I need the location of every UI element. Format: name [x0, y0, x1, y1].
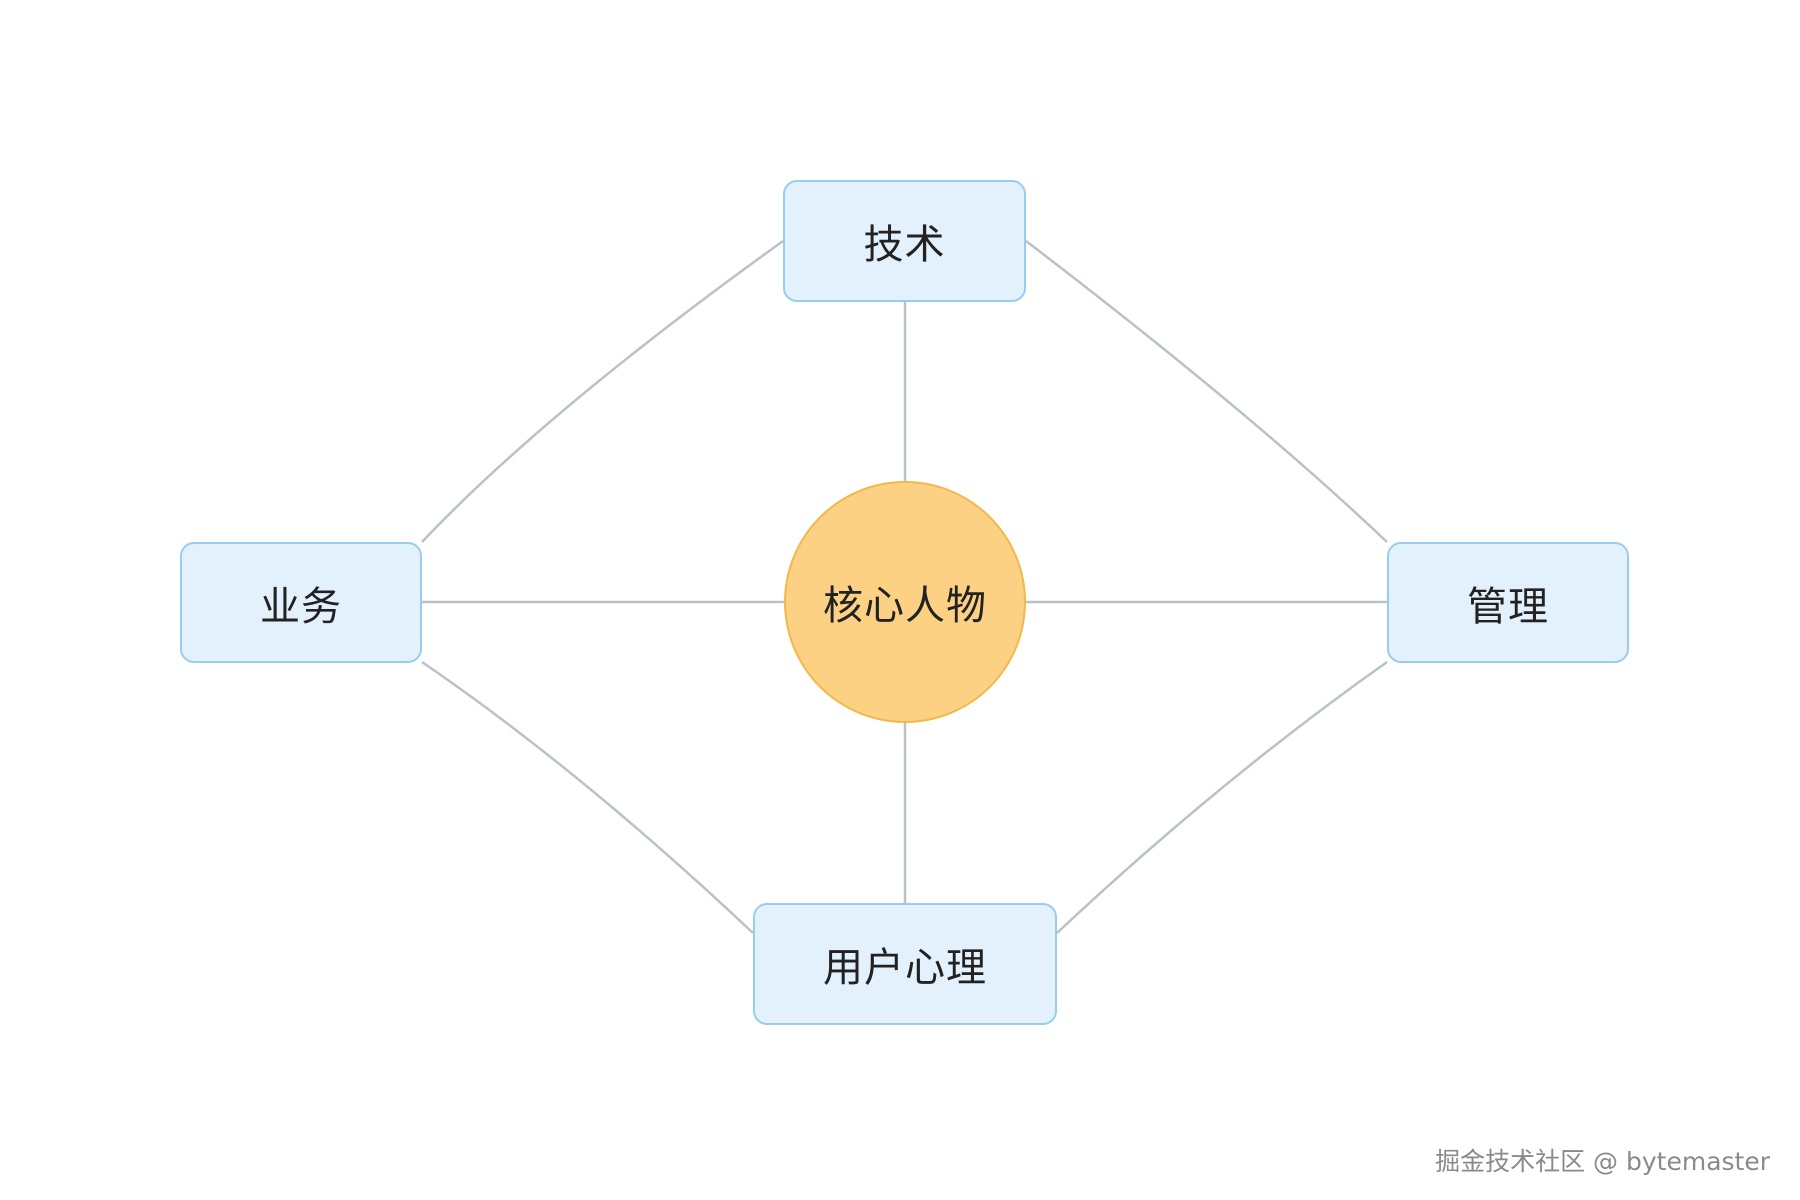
- node-core-person-label: 核心人物: [823, 583, 987, 629]
- node-business-label: 业务: [260, 583, 342, 630]
- edge-left-bottom: [421, 660, 754, 934]
- node-management-label: 管理: [1467, 583, 1549, 630]
- watermark: 掘金技术社区 @ bytemaster: [1435, 1147, 1770, 1176]
- node-management[interactable]: 管理: [1387, 542, 1629, 663]
- node-user-psychology-label: 用户心理: [823, 945, 987, 991]
- node-user-psychology[interactable]: 用户心理: [753, 903, 1057, 1025]
- edge-top-right: [1025, 240, 1388, 543]
- edge-top-left: [421, 239, 784, 543]
- node-technology-label: 技术: [863, 222, 946, 268]
- node-business[interactable]: 业务: [180, 542, 422, 663]
- node-technology[interactable]: 技术: [783, 180, 1026, 302]
- node-core-person[interactable]: 核心人物: [784, 481, 1026, 723]
- edge-right-bottom: [1056, 660, 1388, 934]
